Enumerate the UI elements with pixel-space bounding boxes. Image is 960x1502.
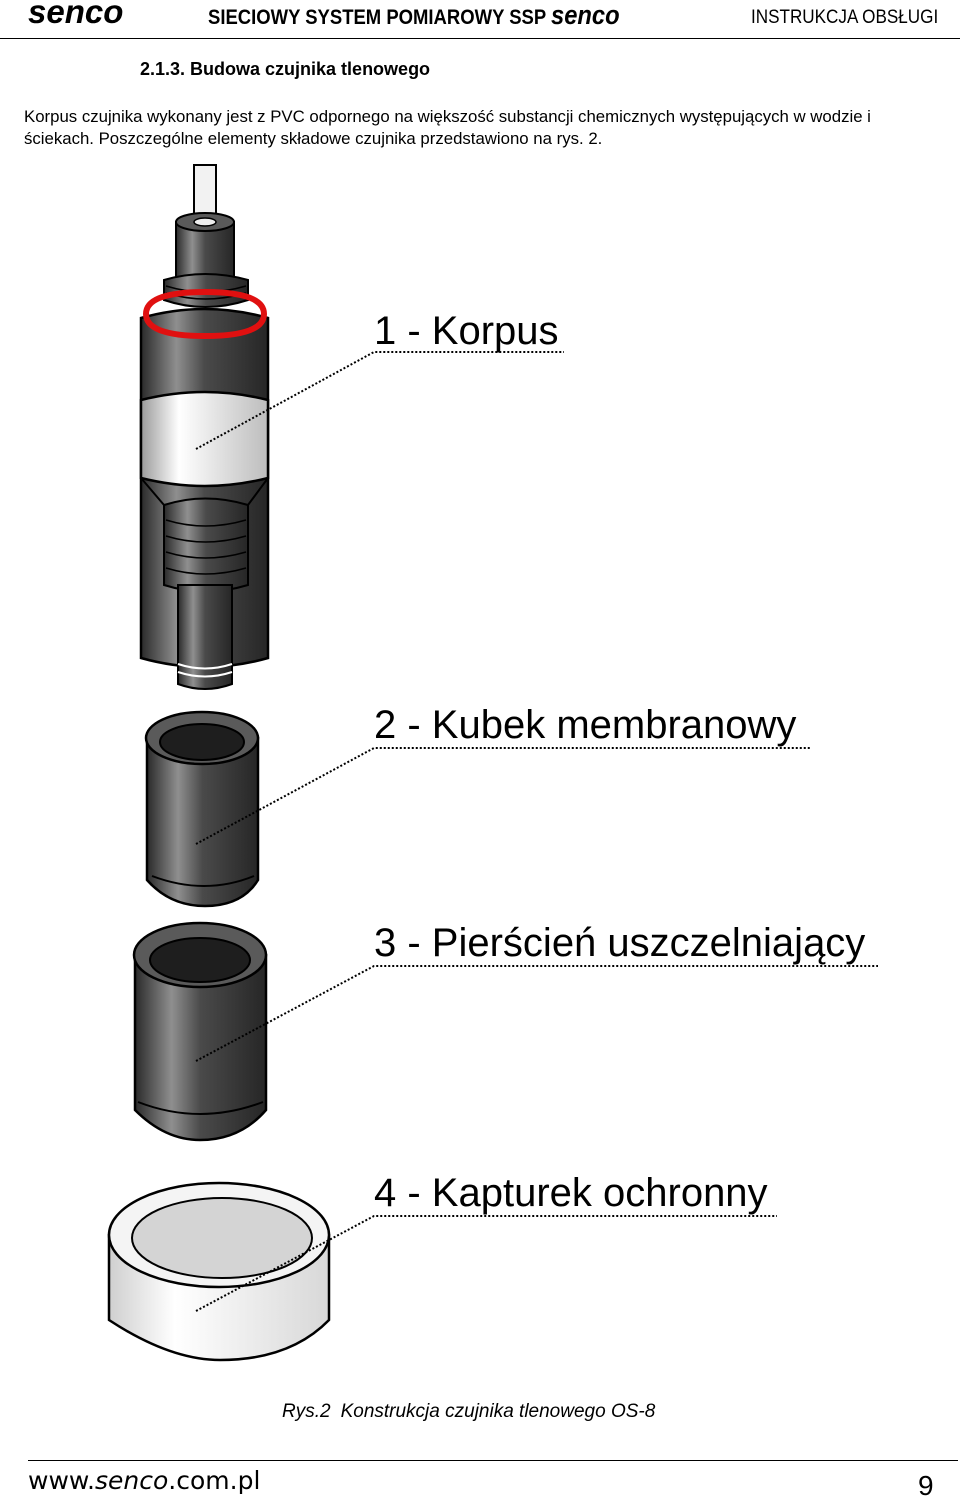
leader-line-3 [196,966,878,1061]
leader-line-2 [196,748,810,844]
footer-url-link[interactable]: www.senco.com.pl [28,1466,260,1496]
protective-cap-drawing [109,1183,329,1360]
page-number: 9 [918,1470,934,1502]
callout-kubek-membranowy: 2 - Kubek membranowy [374,702,796,748]
header-divider [0,38,960,39]
header-logo: senco [28,0,123,30]
footer-url-prefix: www. [28,1466,95,1495]
section-heading: 2.1.3. Budowa czujnika tlenowego [140,58,430,80]
callout-korpus: 1 - Korpus [374,308,559,354]
footer-divider [28,1460,958,1461]
footer-url-logo: senco [95,1466,168,1495]
header-section-label: INSTRUKCJA OBSŁUGI [751,7,938,29]
footer-url-suffix: .com.pl [168,1466,260,1495]
sensor-body-drawing [141,165,268,689]
figure-caption-text: Konstrukcja czujnika tlenowego OS-8 [341,1401,656,1422]
figure-caption: Rys.2 Konstrukcja czujnika tlenowego OS-8 [282,1400,655,1424]
leader-lines [196,352,878,1311]
header-title-logo: senco [551,0,620,30]
figure-caption-label: Rys.2 [282,1401,331,1422]
header-title-text: SIECIOWY SYSTEM POMIAROWY SSP [208,6,546,29]
callout-pierscien-uszczelniajacy: 3 - Pierścień uszczelniający [374,920,865,966]
section-paragraph: Korpus czujnika wykonany jest z PVC odpo… [24,106,940,150]
membrane-cup-drawing [146,712,258,906]
header-title: SIECIOWY SYSTEM POMIAROWY SSP senco [208,3,620,30]
sealing-ring-drawing [134,923,266,1140]
callout-kapturek-ochronny: 4 - Kapturek ochronny [374,1170,768,1216]
